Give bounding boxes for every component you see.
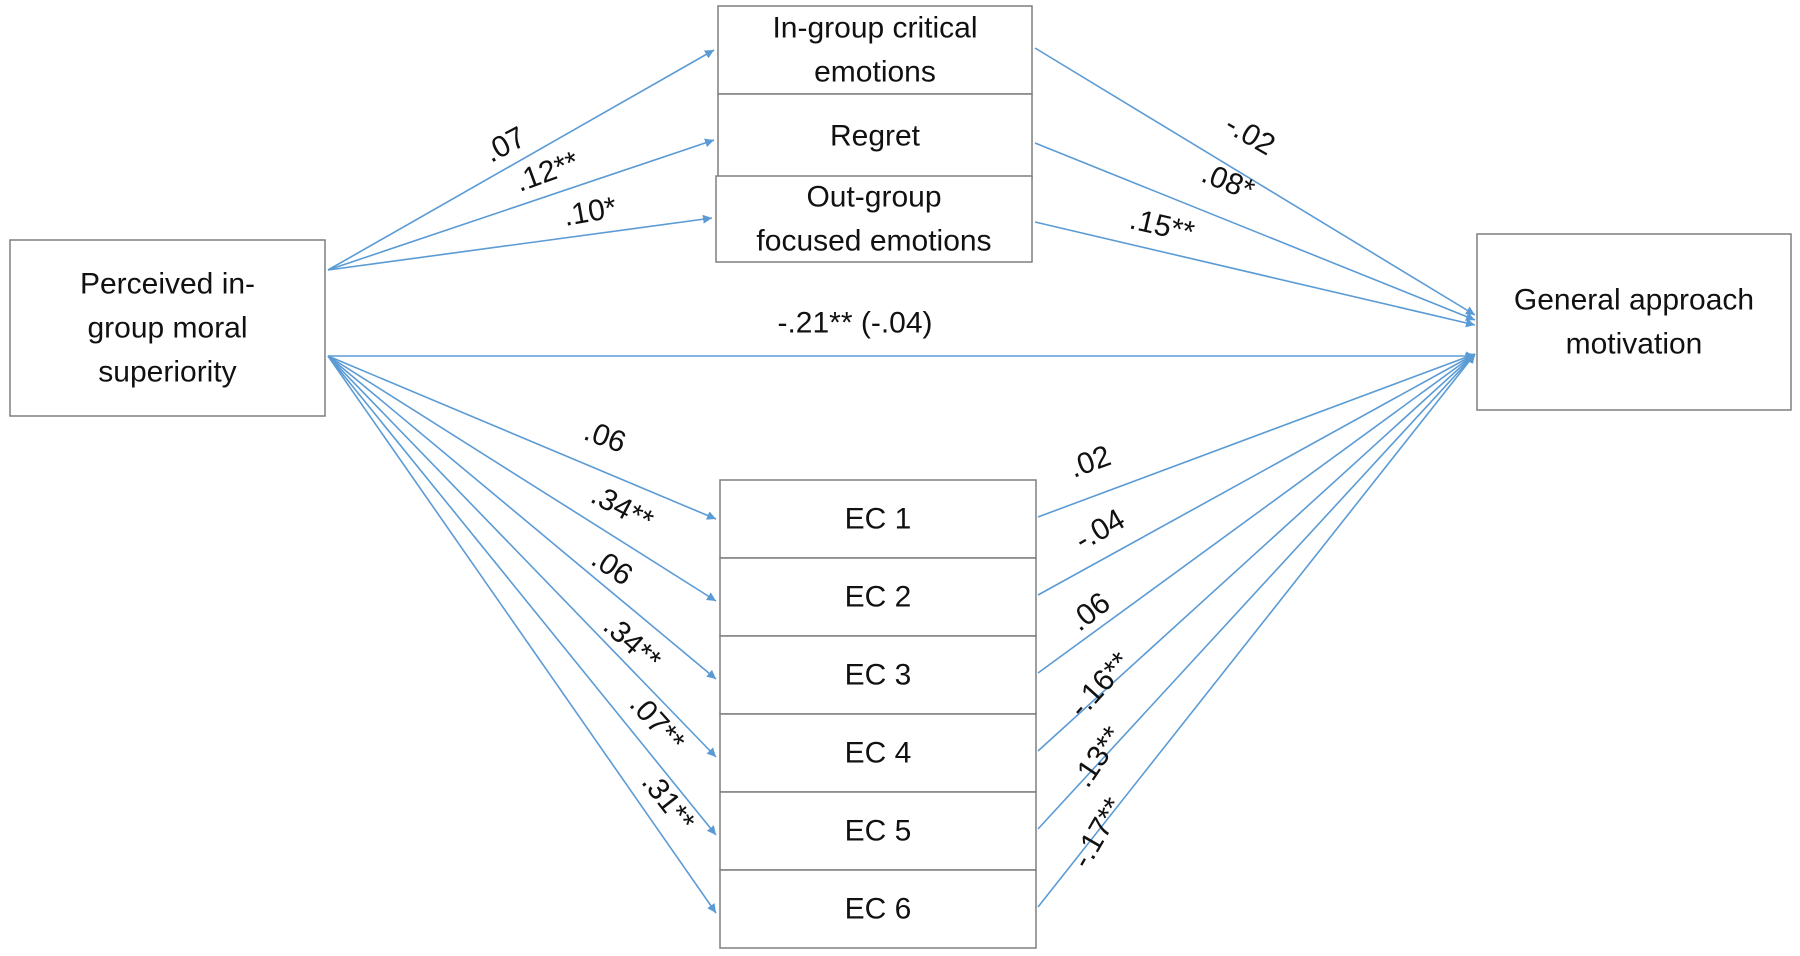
predictor-box-label: Perceived in- — [80, 268, 255, 301]
ec-box-4 — [719, 713, 1037, 793]
mediator-box-1 — [717, 5, 1033, 95]
outcome-box-label: General approach — [1514, 284, 1754, 317]
path-ec-1-to-outcome — [1037, 352, 1476, 518]
mediator-box-1-label: emotions — [814, 56, 936, 89]
coef-a-ec-1: .06 — [580, 414, 630, 459]
coef-b-ec-5: .13** — [1066, 721, 1130, 794]
path-mediator-2-to-outcome — [1034, 142, 1476, 321]
mediator-box-1-label: In-group critical — [772, 12, 977, 45]
coef-b-top-1: -.02 — [1219, 108, 1280, 162]
coef-a-top-3: .10* — [561, 191, 620, 233]
path-arrows — [327, 47, 1476, 914]
outcome-box-label: motivation — [1566, 328, 1703, 361]
path-ec-5-to-outcome — [1037, 353, 1476, 830]
ec-box-3 — [719, 635, 1037, 715]
path-predictor-to-ec-3 — [327, 355, 717, 680]
mediator-box-2-label: Regret — [830, 120, 921, 153]
mediator-box-3-label: Out-group — [806, 181, 941, 214]
path-mediator-1-to-outcome — [1034, 47, 1476, 316]
ec-box-6 — [719, 869, 1037, 949]
mediator-box-3 — [715, 175, 1033, 263]
coef-b-ec-1: .02 — [1065, 439, 1115, 484]
predictor-box — [9, 239, 326, 417]
coef-a-ec-6: .31** — [635, 766, 701, 838]
ec-box-6-label: EC 6 — [845, 893, 912, 926]
ec-box-5-label: EC 5 — [845, 815, 912, 848]
path-mediator-3-to-outcome — [1034, 221, 1476, 328]
coef-a-ec-4: .34** — [597, 609, 668, 677]
variable-boxes: Perceived in-group moral superiority Gener… — [9, 5, 1792, 949]
path-predictor-to-ec-2 — [327, 355, 717, 602]
mediator-box-2 — [717, 93, 1033, 179]
path-ec-3-to-outcome — [1037, 353, 1476, 674]
predictor-box-label: group moral — [87, 312, 247, 345]
path-predictor-to-ec-4 — [327, 355, 717, 758]
path-predictor-to-ec-6 — [327, 355, 717, 914]
coef-b-ec-3: .06 — [1063, 586, 1116, 638]
ec-box-5 — [719, 791, 1037, 871]
path-predictor-to-mediator-2 — [327, 138, 715, 271]
path-predictor-to-ec-5 — [327, 355, 717, 836]
path-ec-4-to-outcome — [1037, 353, 1476, 752]
coef-b-top-3: .15** — [1127, 203, 1198, 250]
mediator-box-3-label: focused emotions — [756, 225, 991, 258]
path-predictor-to-ec-1 — [327, 355, 717, 520]
ec-box-1-label: EC 1 — [845, 503, 912, 536]
coef-direct-effect: -.21** (-.04) — [777, 307, 932, 340]
coef-b-ec-4: -.16** — [1063, 646, 1138, 724]
path-predictor-to-mediator-3 — [327, 214, 713, 271]
path-ec-2-to-outcome — [1037, 353, 1476, 596]
ec-box-3-label: EC 3 — [845, 659, 912, 692]
path-predictor-to-mediator-1 — [327, 49, 715, 271]
path-ec-6-to-outcome — [1037, 353, 1476, 908]
ec-box-2-label: EC 2 — [845, 581, 912, 614]
coef-a-ec-3: .06 — [585, 542, 638, 593]
predictor-box-label: superiority — [98, 356, 236, 389]
ec-box-4-label: EC 4 — [845, 737, 912, 770]
coef-a-ec-5: .07** — [623, 688, 691, 759]
coef-b-ec-6: -.17** — [1065, 792, 1131, 874]
coef-b-top-2: .08* — [1197, 157, 1259, 208]
ec-box-1 — [719, 479, 1037, 559]
outcome-box — [1476, 233, 1792, 411]
coef-a-ec-2: .34** — [586, 478, 659, 538]
